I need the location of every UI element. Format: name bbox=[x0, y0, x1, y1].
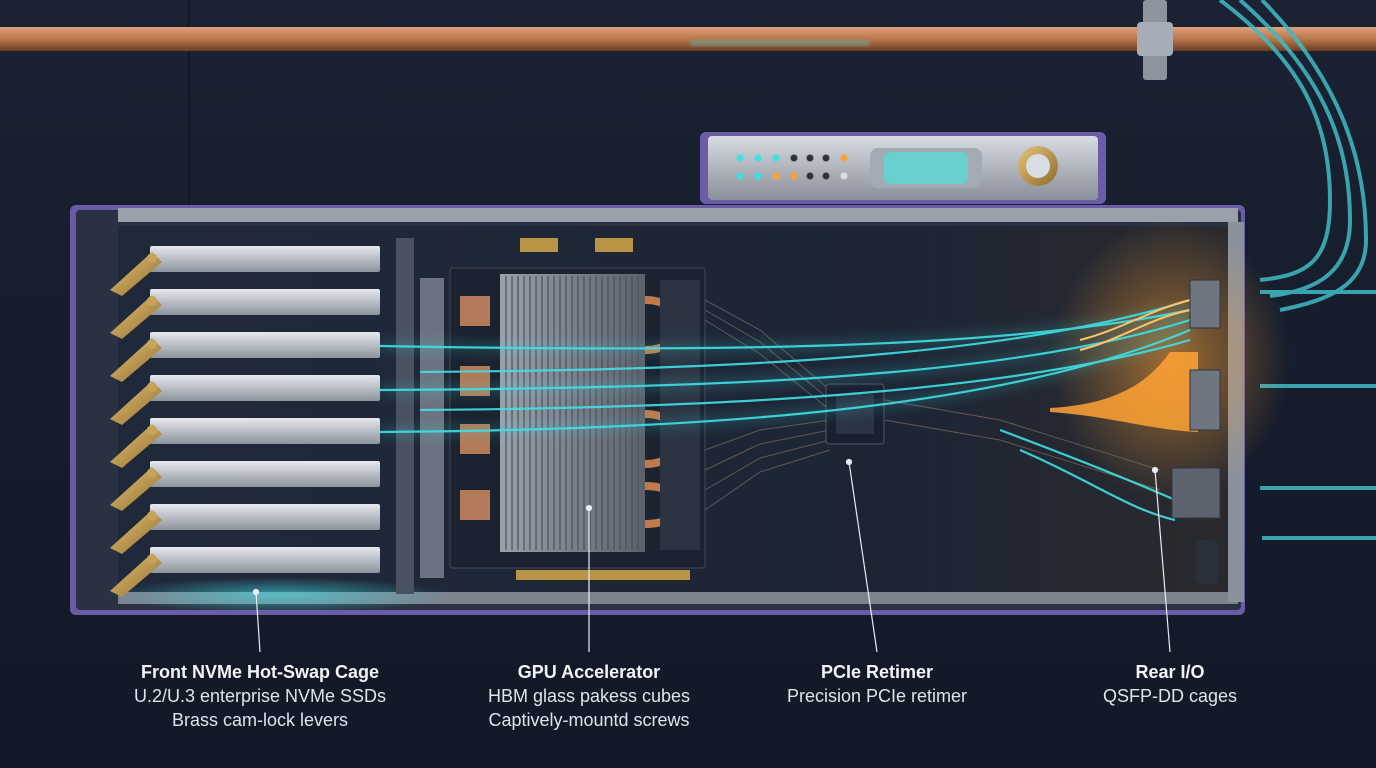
callout-detail: Brass cam-lock levers bbox=[171, 710, 349, 730]
callout-detail: Precision PCIe retimer bbox=[786, 686, 968, 706]
nvme-drive bbox=[110, 461, 380, 511]
nvme-drive bbox=[110, 504, 380, 554]
callout-detail: U.2/U.3 enterprise NVMe SSDs bbox=[133, 686, 387, 706]
nvme-drive bbox=[110, 289, 380, 339]
callout-detail: Captively-mountd screws bbox=[488, 710, 690, 730]
callout-title: GPU Accelerator bbox=[517, 662, 661, 682]
pcie-retimer-chip bbox=[825, 383, 885, 445]
callout-pcie-retimer: PCIe Retimer Precision PCIe retimer bbox=[787, 660, 967, 708]
nvme-drive bbox=[110, 418, 380, 468]
orange-light-funnel bbox=[1050, 352, 1198, 432]
callout-title: Front NVMe Hot-Swap Cage bbox=[140, 662, 379, 682]
wall-panel-seam bbox=[188, 0, 190, 290]
copper-pipe bbox=[0, 0, 1376, 80]
callout-title: PCIe Retimer bbox=[820, 662, 934, 682]
callout-detail: QSFP-DD cages bbox=[1102, 686, 1238, 706]
nvme-drive bbox=[110, 246, 380, 296]
nvme-drive bbox=[110, 547, 380, 597]
callout-rear-io: Rear I/O QSFP-DD cages bbox=[1103, 660, 1237, 708]
nvme-drive bbox=[110, 332, 380, 382]
nvme-drive bbox=[110, 375, 380, 425]
control-module bbox=[700, 132, 1106, 204]
nvme-drive-bay bbox=[110, 238, 444, 597]
status-leds bbox=[736, 154, 848, 180]
callout-gpu: GPU Accelerator HBM glass pakess cubes C… bbox=[488, 660, 690, 732]
qsfp-dd-cage bbox=[1171, 279, 1221, 584]
callout-detail: HBM glass pakess cubes bbox=[487, 686, 691, 706]
callout-title: Rear I/O bbox=[1135, 662, 1205, 682]
callout-nvme-cage: Front NVMe Hot-Swap Cage U.2/U.3 enterpr… bbox=[134, 660, 386, 732]
callout-leader-lines bbox=[252, 458, 1171, 653]
